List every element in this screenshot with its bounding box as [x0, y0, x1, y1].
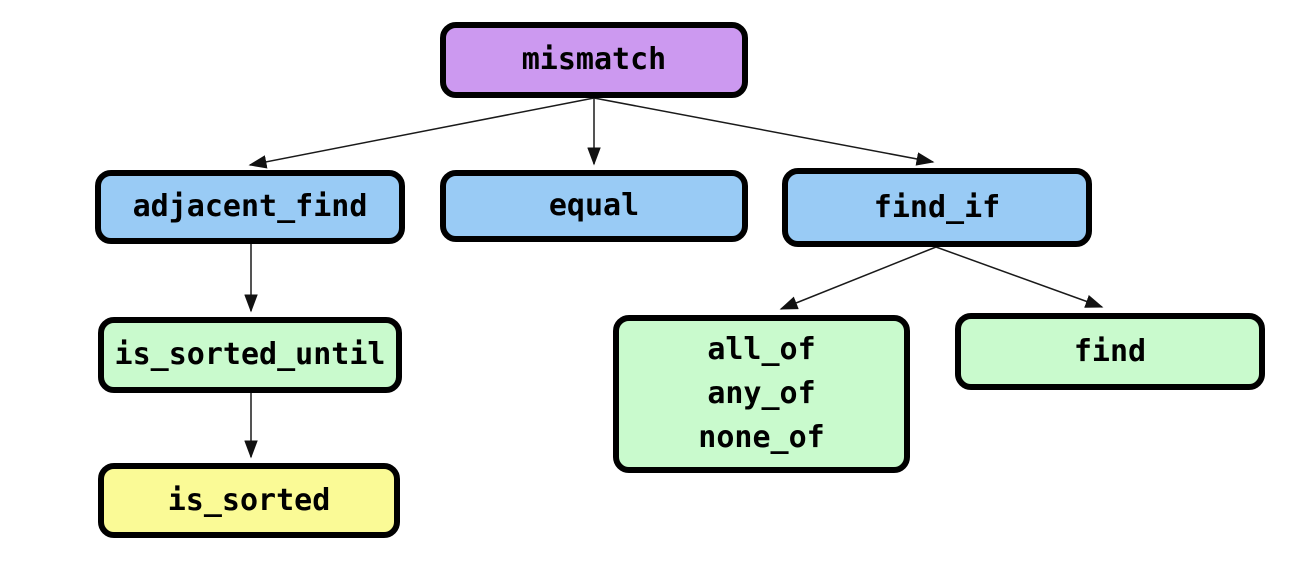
node-is-sorted: is_sorted [98, 463, 400, 538]
node-all-any-none-of: all_of any_of none_of [613, 315, 910, 473]
node-is-sorted-label: is_sorted [167, 482, 331, 518]
edge-find_if-all_any_none_of [779, 246, 937, 310]
node-none-of-label: none_of [698, 420, 825, 455]
node-equal: equal [440, 170, 748, 242]
node-is-sorted-until-label: is_sorted_until [114, 337, 386, 372]
edge-mismatch-adjacent_find [248, 97, 595, 169]
node-is-sorted-until: is_sorted_until [98, 317, 402, 393]
node-mismatch: mismatch [440, 22, 748, 98]
node-all-of-label: all_of [707, 332, 816, 367]
node-any-of-label: any_of [707, 376, 816, 411]
node-find-if: find_if [782, 168, 1092, 247]
node-adjacent-find: adjacent_find [95, 170, 405, 244]
node-equal-label: equal [548, 188, 640, 223]
node-find: find [955, 313, 1265, 390]
node-find-label: find [1073, 333, 1147, 369]
edge-find_if-find [935, 246, 1104, 308]
node-mismatch-label: mismatch [521, 42, 667, 77]
edge-mismatch-find_if [593, 97, 935, 166]
node-find-if-label: find_if [873, 189, 1001, 225]
node-adjacent-find-label: adjacent_find [132, 189, 368, 224]
